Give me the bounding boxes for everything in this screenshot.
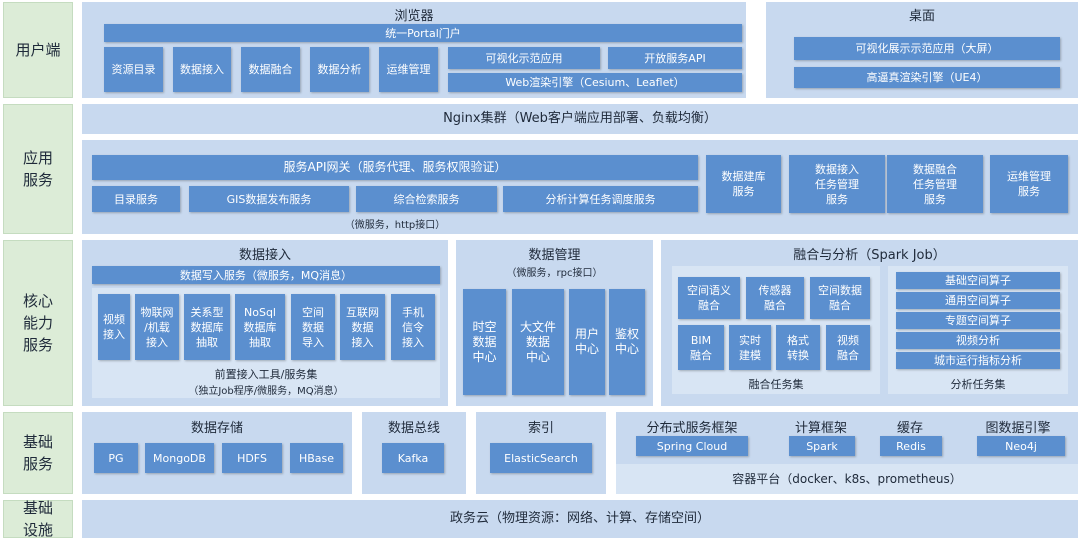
- portal-box: 统一Portal门户: [104, 24, 742, 42]
- cache-title: 缓存: [896, 421, 923, 436]
- fusion-task-title: 融合任务集: [748, 378, 804, 391]
- layer-label-user: 用户端: [3, 2, 73, 98]
- mobile-signal-ingest-box: 手机 信令 接入: [391, 294, 435, 360]
- large-file-center-box: 大文件 数据 中心: [512, 289, 564, 395]
- ingest-title: 数据接入: [238, 248, 291, 263]
- layer-label-app: 应用 服务: [3, 104, 73, 234]
- app-service-note: （微服务，http接口）: [344, 220, 446, 231]
- bim-fusion-box: BIM 融合: [678, 325, 724, 370]
- open-api-box: 开放服务API: [608, 47, 742, 69]
- format-convert-box: 格式 转换: [776, 325, 820, 370]
- spark-box: Spark: [789, 436, 855, 456]
- general-operator-box: 通用空间算子: [896, 292, 1060, 309]
- spatial-data-fusion-box: 空间数据 融合: [810, 277, 870, 319]
- spring-cloud-box: Spring Cloud: [636, 436, 748, 456]
- city-indicator-box: 城市运行指标分析: [896, 352, 1060, 369]
- db-build-service-box: 数据建库 服务: [706, 155, 781, 213]
- layer-label-infra: 基础 设施: [3, 499, 73, 539]
- catalog-service-box: 目录服务: [92, 186, 180, 212]
- browser-item-data-fusion: 数据融合: [241, 47, 300, 92]
- rdb-extract-box: 关系型 数据库 抽取: [184, 294, 230, 360]
- spatial-import-box: 空间 数据 导入: [291, 294, 335, 360]
- data-write-service-box: 数据写入服务（微服务，MQ消息）: [92, 266, 440, 284]
- browser-item-resource-catalog: 资源目录: [104, 47, 163, 92]
- fusion-task-service-box: 数据融合 任务管理 服务: [887, 155, 983, 213]
- visual-big-screen-box: 可视化展示示范应用（大屏）: [794, 37, 1060, 60]
- hdfs-box: HDFS: [222, 443, 282, 473]
- analysis-task-title: 分析任务集: [950, 378, 1006, 391]
- manage-title: 数据管理: [528, 248, 581, 263]
- graph-engine-title: 图数据引擎: [985, 421, 1051, 436]
- front-tools-note: （独立Job程序/微服务，MQ消息）: [188, 386, 344, 397]
- desktop-title: 桌面: [908, 9, 935, 24]
- iot-ingest-box: 物联网 /机载 接入: [135, 294, 179, 360]
- pg-box: PG: [94, 443, 138, 473]
- api-gateway-box: 服务API网关（服务代理、服务权限验证）: [92, 155, 698, 180]
- thematic-operator-box: 专题空间算子: [896, 312, 1060, 329]
- front-tools-title: 前置接入工具/服务集: [214, 368, 318, 381]
- nginx-cluster-bar: Nginx集群（Web客户端应用部署、负载均衡）: [82, 104, 1078, 134]
- layer-label-core: 核心 能力 服务: [3, 240, 73, 406]
- basic-operator-box: 基础空间算子: [896, 272, 1060, 289]
- task-scheduler-service-box: 分析计算任务调度服务: [503, 186, 698, 212]
- bus-title: 数据总线: [387, 421, 440, 436]
- browser-title: 浏览器: [394, 9, 434, 24]
- manage-note: （微服务，rpc接口）: [506, 268, 603, 279]
- ops-service-box: 运维管理 服务: [990, 155, 1068, 213]
- dist-framework-title: 分布式服务框架: [646, 421, 738, 436]
- video-ingest-box: 视频 接入: [98, 294, 130, 360]
- video-analysis-box: 视频分析: [896, 332, 1060, 349]
- browser-item-ops: 运维管理: [379, 47, 438, 92]
- neo4j-box: Neo4j: [977, 436, 1065, 456]
- gov-cloud-bar: 政务云（物理资源：网络、计算、存储空间）: [82, 500, 1078, 538]
- nosql-extract-box: NoSql 数据库 抽取: [235, 294, 285, 360]
- fusion-title: 融合与分析（Spark Job）: [793, 248, 946, 263]
- visual-app-box: 可视化示范应用: [448, 47, 600, 69]
- hbase-box: HBase: [290, 443, 343, 473]
- spatiotemporal-center-box: 时空 数据 中心: [463, 289, 506, 395]
- sensor-fusion-box: 传感器 融合: [746, 277, 804, 319]
- user-center-box: 用户 中心: [569, 289, 605, 395]
- compute-framework-title: 计算框架: [794, 421, 847, 436]
- ingest-task-service-box: 数据接入 任务管理 服务: [789, 155, 885, 213]
- browser-item-data-analysis: 数据分析: [310, 47, 369, 92]
- ue4-engine-box: 高逼真渲染引擎（UE4）: [794, 67, 1060, 88]
- container-platform-bar: 容器平台（docker、k8s、prometheus）: [616, 464, 1078, 494]
- video-fusion-box: 视频 融合: [826, 325, 870, 370]
- gis-publish-service-box: GIS数据发布服务: [189, 186, 349, 212]
- kafka-box: Kafka: [382, 443, 444, 473]
- auth-center-box: 鉴权 中心: [609, 289, 645, 395]
- layer-label-basic: 基础 服务: [3, 412, 73, 494]
- internet-ingest-box: 互联网 数据 接入: [340, 294, 385, 360]
- search-service-box: 综合检索服务: [356, 186, 497, 212]
- browser-item-data-ingest: 数据接入: [173, 47, 231, 92]
- redis-box: Redis: [880, 436, 942, 456]
- storage-title: 数据存储: [190, 421, 243, 436]
- mongodb-box: MongoDB: [145, 443, 214, 473]
- elasticsearch-box: ElasticSearch: [490, 443, 592, 473]
- index-title: 索引: [527, 421, 554, 436]
- semantic-fusion-box: 空间语义 融合: [678, 277, 740, 319]
- web-engine-box: Web渲染引擎（Cesium、Leaflet）: [448, 73, 742, 92]
- realtime-modeling-box: 实时 建模: [729, 325, 771, 370]
